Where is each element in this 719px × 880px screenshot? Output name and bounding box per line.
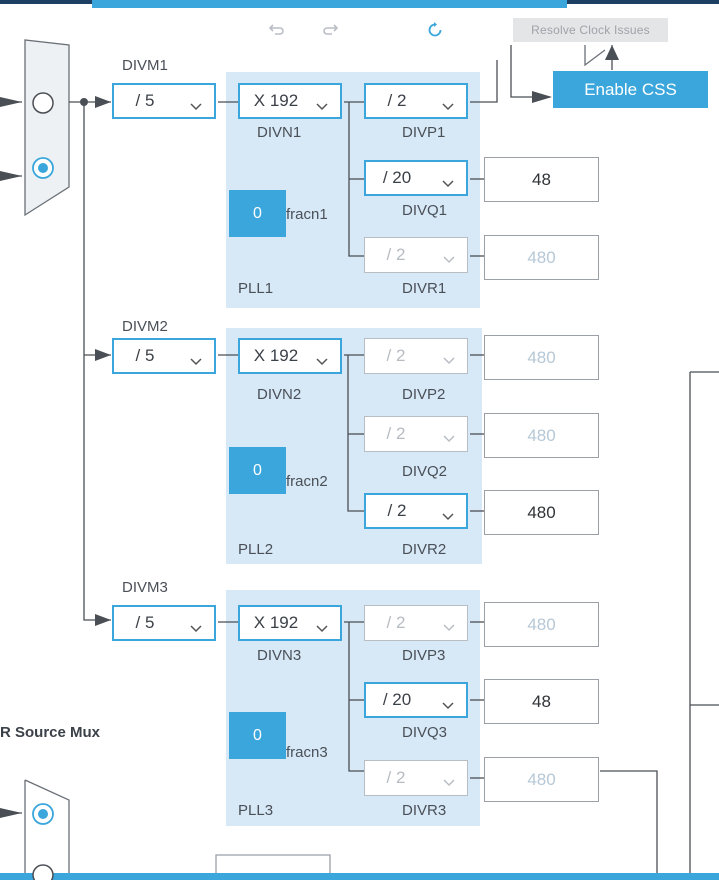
fracn3-input[interactable]: 0 [229,712,286,759]
divq3-output: 48 [484,679,599,724]
divq2-value: / 2 [386,424,406,443]
pll2-label: PLL2 [238,541,274,558]
divp3-output: 480 [484,602,599,647]
divn1-label: DIVN1 [257,124,302,141]
chevron-down-icon [443,428,455,448]
divq1-value: / 20 [382,168,412,187]
chevron-down-icon [443,350,455,370]
chevron-down-icon [316,618,328,638]
divq3-value: / 20 [382,690,412,709]
pll1-label: PLL1 [238,280,274,297]
divr1-output: 480 [484,235,599,280]
divq3-select[interactable]: / 20 [364,682,468,718]
top-frame-dark-right [567,0,719,4]
source-mux-label: R Source Mux [0,724,101,741]
divp3-select[interactable]: / 2 [364,605,468,641]
divp3-value: / 2 [386,613,406,632]
enable-css-button[interactable]: Enable CSS [553,71,708,108]
bottom-frame-accent [0,873,719,880]
divq1-select[interactable]: / 20 [364,160,468,196]
chevron-down-icon [190,96,202,116]
divn2-select[interactable]: X 192 [238,338,342,374]
divr2-value: / 2 [387,501,407,520]
refresh-icon[interactable] [426,21,444,39]
divq1-label: DIVQ1 [402,202,448,219]
divm2-label: DIVM2 [122,318,168,335]
divr1-value: / 2 [386,245,406,264]
divr3-value: / 2 [386,768,406,787]
divm3-select[interactable]: / 5 [112,605,216,641]
divp1-select[interactable]: / 2 [364,83,468,119]
divn2-label: DIVN2 [257,386,302,403]
pll3-label: PLL3 [238,802,274,819]
divm2-select[interactable]: / 5 [112,338,216,374]
chevron-down-icon [190,618,202,638]
divr1-select[interactable]: / 2 [364,237,468,273]
divr3-label: DIVR3 [402,802,447,819]
divr3-select[interactable]: / 2 [364,760,468,796]
chevron-down-icon [442,96,454,116]
divm1-label: DIVM1 [122,57,168,74]
chevron-down-icon [443,617,455,637]
chevron-down-icon [316,96,328,116]
fracn3-label: fracn3 [286,744,328,761]
divn3-label: DIVN3 [257,647,302,664]
divm2-value: / 5 [135,346,155,365]
redo-icon[interactable] [321,21,339,39]
chevron-down-icon [442,506,454,526]
chevron-down-icon [443,249,455,269]
divq1-output: 48 [484,157,599,202]
divp2-label: DIVP2 [402,386,446,403]
divn3-select[interactable]: X 192 [238,605,342,641]
divn1-select[interactable]: X 192 [238,83,342,119]
undo-icon[interactable] [268,21,286,39]
fracn1-label: fracn1 [286,206,328,223]
divq2-output: 480 [484,413,599,458]
divp1-value: / 2 [387,91,407,110]
divq2-label: DIVQ2 [402,463,448,480]
chevron-down-icon [442,695,454,715]
divr2-label: DIVR2 [402,541,447,558]
top-frame-accent [92,0,567,8]
fracn1-input[interactable]: 0 [229,190,286,237]
fracn2-input[interactable]: 0 [229,447,286,494]
chevron-down-icon [443,772,455,792]
divm3-value: / 5 [135,613,155,632]
divp1-label: DIVP1 [402,124,446,141]
divp3-label: DIVP3 [402,647,446,664]
divp2-output: 480 [484,335,599,380]
resolve-clock-issues-button[interactable]: Resolve Clock Issues [513,18,668,42]
divn2-value: X 192 [253,346,299,365]
divm1-value: / 5 [135,91,155,110]
top-frame-dark [0,0,92,4]
divp2-select[interactable]: / 2 [364,338,468,374]
divr3-output: 480 [484,757,599,802]
divq2-select[interactable]: / 2 [364,416,468,452]
fracn2-label: fracn2 [286,473,328,490]
chevron-down-icon [442,173,454,193]
divn1-value: X 192 [253,91,299,110]
chevron-down-icon [190,351,202,371]
divn3-value: X 192 [253,613,299,632]
divp2-value: / 2 [386,346,406,365]
divr2-output: 480 [484,490,599,535]
divq3-label: DIVQ3 [402,724,448,741]
divr2-select[interactable]: / 2 [364,493,468,529]
divm3-label: DIVM3 [122,579,168,596]
divr1-label: DIVR1 [402,280,447,297]
divm1-select[interactable]: / 5 [112,83,216,119]
chevron-down-icon [316,351,328,371]
